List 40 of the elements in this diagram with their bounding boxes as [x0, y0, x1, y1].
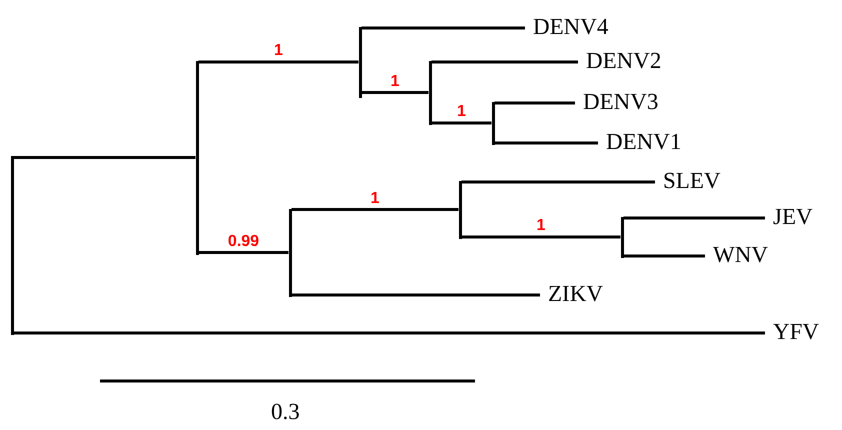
tree-branch	[458, 180, 462, 238]
taxon-label: ZIKV	[540, 281, 603, 307]
tree-branch	[428, 60, 432, 124]
tree-branch	[10, 156, 14, 334]
tree-branch-line	[292, 208, 458, 211]
taxon-label: DENV2	[578, 48, 662, 74]
taxon-label: WNV	[705, 242, 768, 268]
support-value: 1	[457, 103, 466, 121]
tree-branch-line	[494, 142, 598, 144]
support-value: 1	[390, 72, 400, 90]
taxon-label: JEV	[765, 204, 813, 230]
tree-branch-line	[198, 60, 358, 64]
tree-branch	[358, 26, 362, 98]
support-value: 1	[536, 217, 546, 235]
tree-branch	[620, 216, 624, 258]
tree-branch	[288, 208, 292, 296]
tree-branch	[196, 60, 198, 254]
tree-branch	[492, 102, 494, 144]
support-value: 1	[274, 42, 283, 60]
tree-branch-line	[14, 332, 765, 334]
tree-branch-line	[198, 251, 288, 254]
tree-branch-line	[292, 294, 540, 296]
tree-branch-line	[624, 254, 705, 258]
taxon-label: DENV3	[575, 89, 658, 115]
tree-branch-line	[432, 122, 492, 124]
taxon-label: YFV	[765, 319, 820, 345]
tree-branch-line	[494, 102, 575, 104]
tree-branch-line	[462, 236, 620, 238]
support-value: 1	[370, 190, 380, 208]
taxon-label: DENV1	[598, 129, 682, 155]
scale-bar-label: 0.3	[271, 399, 300, 425]
tree-branch-line	[362, 91, 428, 94]
tree-branch-line	[624, 216, 765, 220]
taxon-label: DENV4	[525, 14, 608, 40]
tree-branch-line	[432, 60, 578, 64]
taxon-label: SLEV	[655, 168, 720, 194]
tree-branch-line	[362, 26, 525, 30]
tree-branch-line	[14, 156, 196, 159]
support-value: 0.99	[228, 232, 260, 250]
tree-branch-line	[462, 180, 655, 184]
